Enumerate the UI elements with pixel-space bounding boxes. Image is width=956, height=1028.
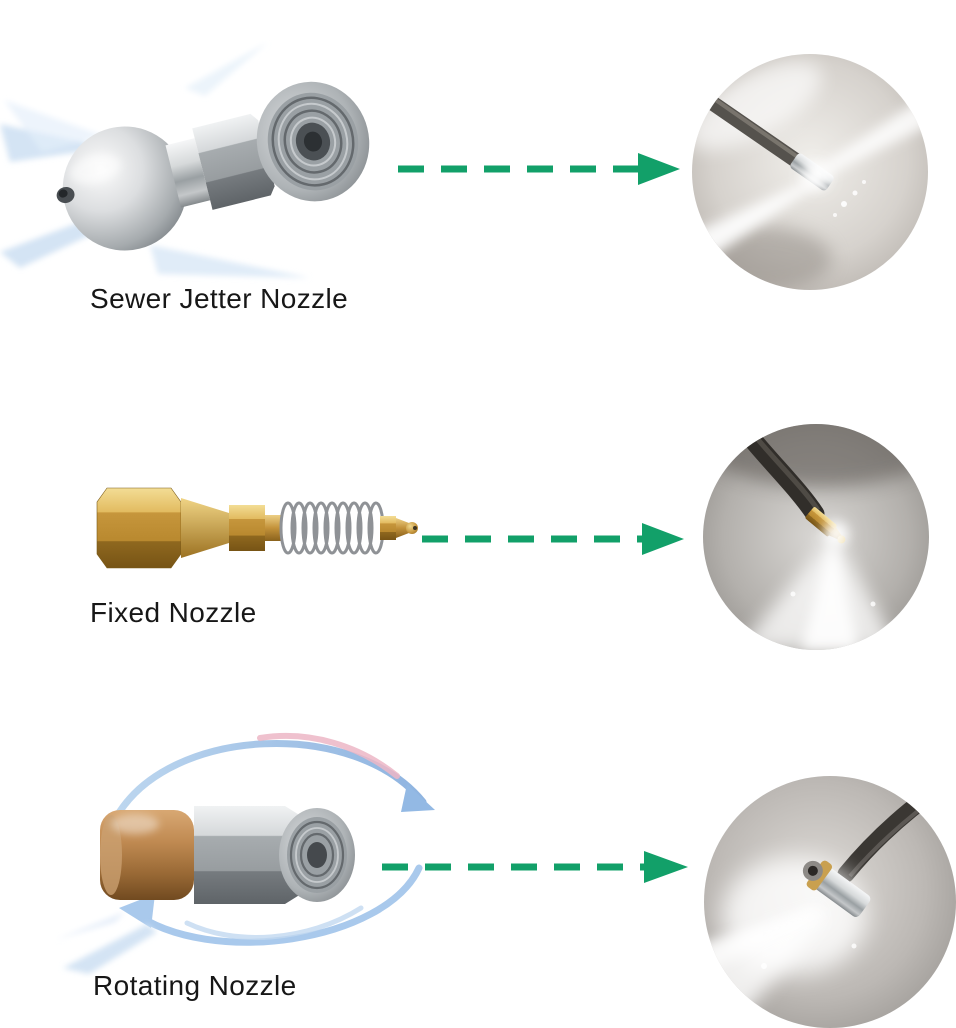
fixed-nozzle-action-photo [703,424,929,650]
arrow-head [638,153,680,185]
water-jet-icon [737,536,899,650]
rotating-nozzle-tip [802,860,871,917]
water-jet-icon [692,94,928,270]
rotating-nozzle-action-photo [704,776,956,1028]
arrow-head [642,523,684,555]
nozzle-tip [380,516,418,540]
sewer-jetter-action-photo [692,54,928,290]
product-label-fixed: Fixed Nozzle [90,597,257,628]
arrow-head [644,851,688,883]
water-spray-icon [55,912,157,974]
spring-icon [279,501,385,555]
rotating-nozzle-illustration [55,732,435,974]
dashed-arrow-icon [422,523,684,555]
product-label-sewer-jetter: Sewer Jetter Nozzle [90,283,349,314]
fixed-nozzle-illustration [96,487,418,569]
product-label-rotating: Rotating Nozzle [93,970,297,1001]
nozzle-body [100,806,355,904]
sewer-jetter-nozzle-illustration [0,42,370,278]
nozzle-comparison-figure: Sewer Jetter Nozzle [0,42,956,1028]
dashed-arrow-icon [382,851,688,883]
nozzle-body [56,81,370,251]
rotation-arrows-icon [113,732,435,946]
dashed-arrow-icon [398,153,680,185]
nozzle-body [96,487,281,569]
